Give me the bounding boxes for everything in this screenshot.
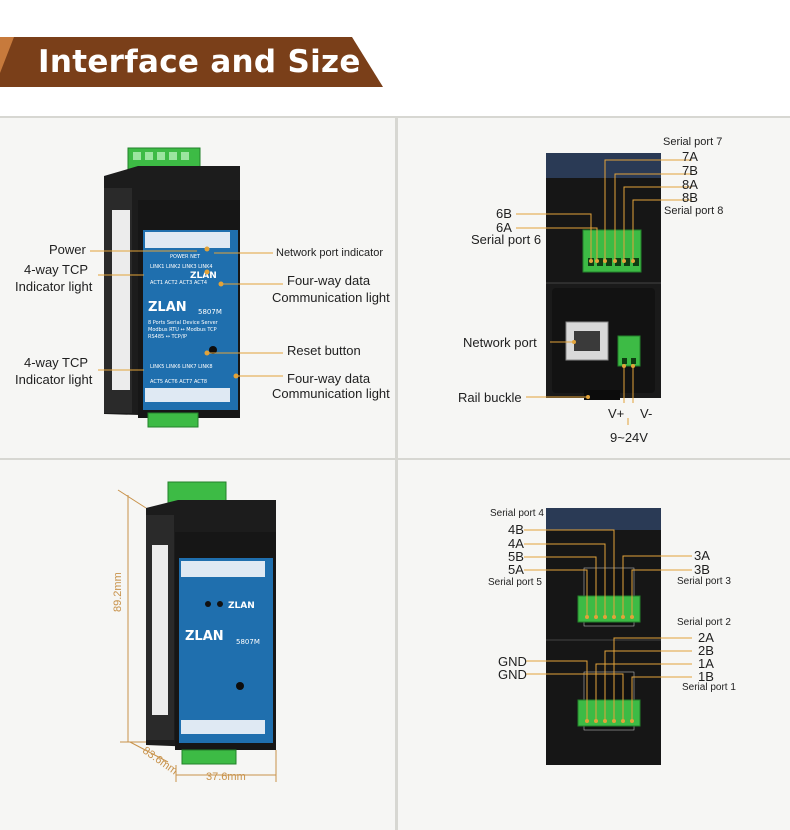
label-serial-port-5: Serial port 5 [488,577,542,588]
label-network-port: Network port [463,335,537,350]
label-4a: 4A [508,536,524,551]
label-power: Power [49,242,86,257]
label-data-top-2: Communication light [272,290,390,305]
label-tcp-top-2: Indicator light [15,279,93,294]
label-gnd-1: GND [498,654,527,669]
dimension-width: 37.6mm [206,771,246,783]
label-reset: Reset button [287,343,361,358]
label-2a: 2A [698,630,714,645]
brand-logo-text: ZLAN [148,300,187,315]
label-7b: 7B [682,163,698,178]
svg-text:ZLAN: ZLAN [185,629,224,644]
label-1b: 1B [698,669,714,684]
label-data-bottom-2: Communication light [272,386,390,401]
label-3a: 3A [694,548,710,563]
dimension-height: 89.2mm [112,572,124,612]
side-bottom-panel: Serial port 4 4B 4A 5B 5A Serial port 5 … [398,460,790,830]
label-serial-port-7: Serial port 7 [663,136,723,148]
label-serial-port-3: Serial port 3 [677,576,731,587]
svg-text:8 Ports Serial Device Server: 8 Ports Serial Device Server [148,320,219,326]
label-vplus: V+ [608,406,625,421]
label-serial-port-2: Serial port 2 [677,617,731,628]
svg-text:LINK1 LINK2 LINK3 LINK4: LINK1 LINK2 LINK3 LINK4 [150,264,213,270]
label-4b: 4B [508,522,524,537]
size-view-panel: ZLAN 5807M ZLAN 89.2mm 83.6mm 37.6mm [0,460,395,830]
device-side-bottom-image [524,508,692,765]
svg-text:ZLAN: ZLAN [228,601,255,611]
svg-text:5807M: 5807M [198,308,222,316]
svg-text:5807M: 5807M [236,638,260,646]
label-6a: 6A [496,220,512,235]
divider [395,116,398,830]
label-3b: 3B [694,562,710,577]
label-8a: 8A [682,177,698,192]
label-tcp-top-1: 4-way TCP [24,262,89,277]
banner-shape [0,37,383,87]
device-side-image [516,153,692,425]
label-data-bottom-1: Four-way data [287,371,371,386]
label-serial-port-8: Serial port 8 [664,205,724,217]
label-8b: 8B [682,190,698,205]
svg-text:ACT1 ACT2 ACT3 ACT4: ACT1 ACT2 ACT3 ACT4 [150,280,207,286]
label-rail-buckle: Rail buckle [458,390,522,405]
label-voltage: 9~24V [610,430,648,445]
svg-text:Modbus RTU ↔ Modbus TCP: Modbus RTU ↔ Modbus TCP [148,327,217,333]
label-7a: 7A [682,149,698,164]
label-6b: 6B [496,206,512,221]
label-1a: 1A [698,656,714,671]
label-5b: 5B [508,549,524,564]
label-2b: 2B [698,643,714,658]
label-vminus: V- [640,406,653,421]
side-top-panel: Serial port 7 7A 7B 8A 8B Serial port 8 … [398,118,790,458]
label-network-indicator: Network port indicator [276,247,383,259]
label-gnd-2: GND [498,667,527,682]
label-serial-port-1: Serial port 1 [682,682,736,693]
device-front-image: ZLAN 5807M ZLAN 8 Ports Serial Device Se… [90,147,283,428]
device-size-image: ZLAN 5807M ZLAN [117,481,277,782]
label-serial-port-4: Serial port 4 [490,508,544,519]
page-title: Interface and Size [38,44,361,80]
label-data-top-1: Four-way data [287,273,371,288]
label-tcp-bottom-2: Indicator light [15,372,93,387]
svg-text:POWER NET: POWER NET [170,254,201,260]
label-serial-port-6: Serial port 6 [471,232,542,247]
svg-text:ACT5 ACT6 ACT7 ACT8: ACT5 ACT6 ACT7 ACT8 [150,379,207,385]
front-view-panel: ZLAN 5807M ZLAN 8 Ports Serial Device Se… [0,118,395,458]
svg-text:LINK5 LINK6 LINK7 LINK8: LINK5 LINK6 LINK7 LINK8 [150,364,213,370]
label-5a: 5A [508,562,524,577]
label-tcp-bottom-1: 4-way TCP [24,355,89,370]
svg-text:RS485 ↔ TCP/IP: RS485 ↔ TCP/IP [148,334,187,340]
svg-text:ZLAN: ZLAN [190,271,217,281]
